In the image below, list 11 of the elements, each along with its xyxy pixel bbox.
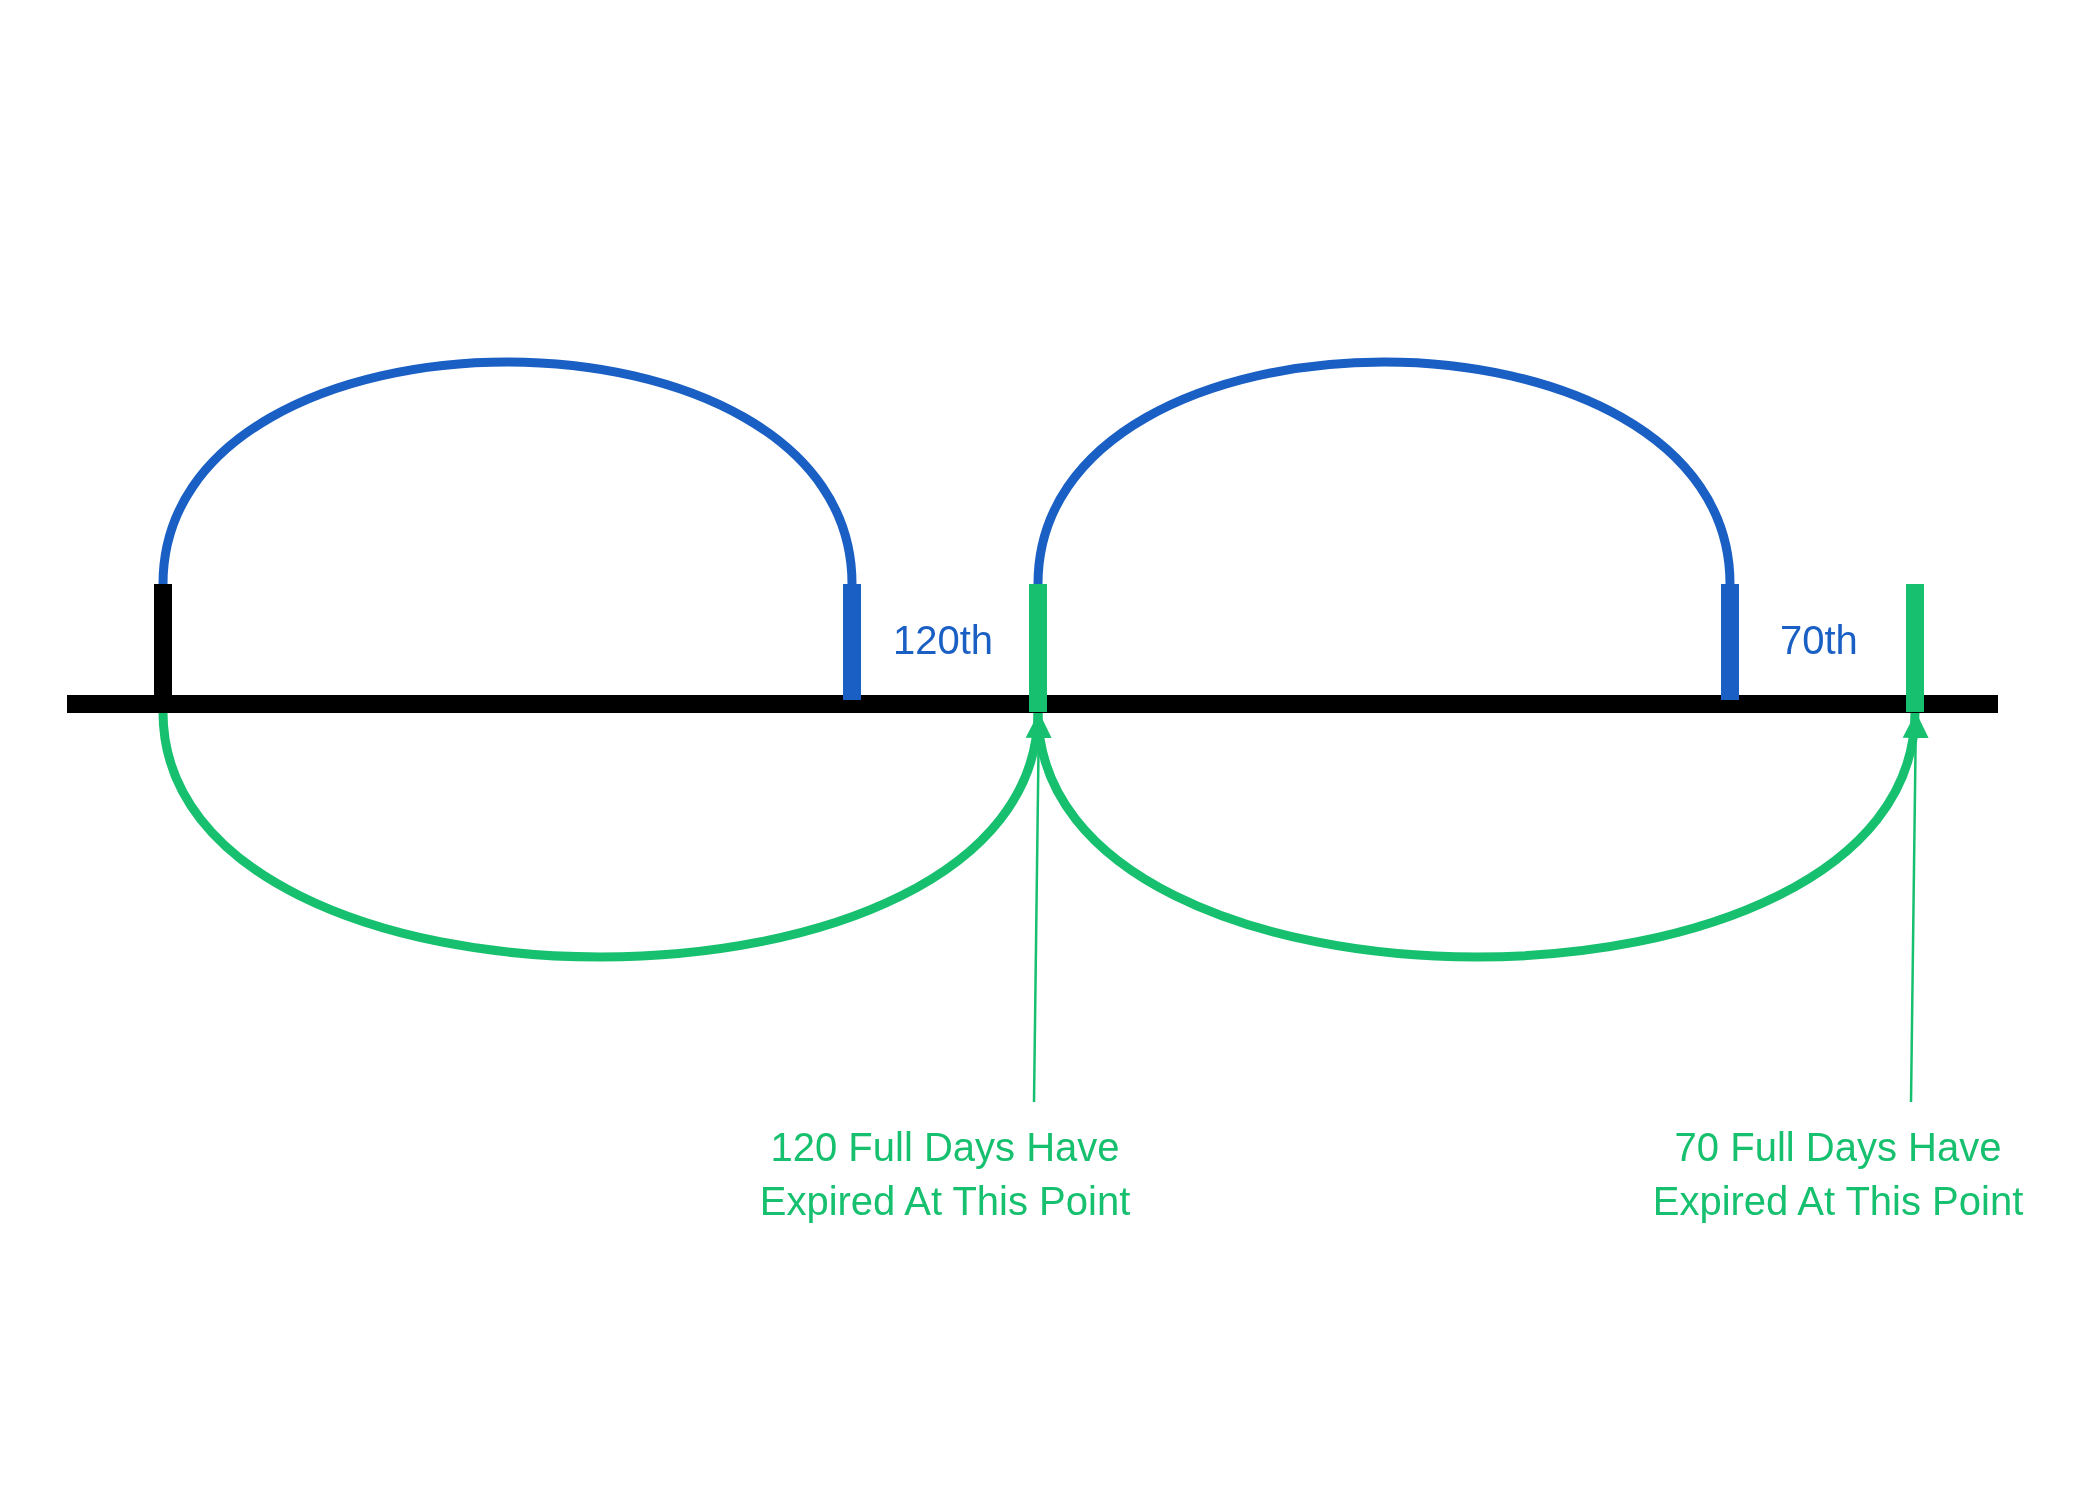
tick-mark — [1029, 584, 1047, 712]
tick-mark — [1906, 584, 1924, 712]
arc-line — [158, 357, 857, 585]
arc-line — [1033, 711, 1920, 962]
arc-line — [1033, 357, 1735, 585]
callout-text: 70 Full Days Have Expired At This Point — [1623, 1120, 2053, 1228]
tick-label: 70th — [1780, 618, 1858, 663]
tick-mark — [843, 584, 861, 700]
callout-text: 120 Full Days Have Expired At This Point — [730, 1120, 1160, 1228]
tick-label: 120th — [893, 618, 994, 663]
tick-mark — [1721, 584, 1739, 700]
